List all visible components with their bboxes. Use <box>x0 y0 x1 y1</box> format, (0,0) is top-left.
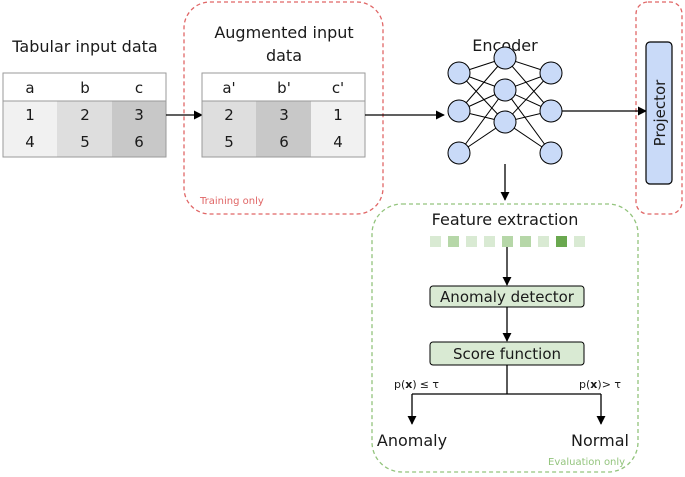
projector-label: Projector <box>651 79 669 146</box>
aug-col-b-body <box>256 101 311 157</box>
feature-vector <box>430 236 585 247</box>
input-cell-r1-b: 2 <box>80 106 90 124</box>
normal-condition-prefix: p( <box>579 378 590 391</box>
encoder-node-l2-2 <box>493 78 517 102</box>
aug-cell-r1-c: 1 <box>333 106 343 124</box>
normal-condition: p(x)> τ <box>579 378 621 391</box>
encoder-node-l1-3 <box>447 141 471 165</box>
input-col-c-body <box>112 101 166 157</box>
feature-cell-6 <box>520 236 531 247</box>
aug-cell-r2-b: 6 <box>279 133 289 151</box>
training-only-label: Training only <box>199 196 264 207</box>
score-function-label: Score function <box>453 345 561 363</box>
aug-col-a-body <box>202 101 256 157</box>
augmented-table-title-line2: data <box>266 46 302 65</box>
input-col-a-body <box>3 101 57 157</box>
encoder-node-l3-2 <box>539 99 563 123</box>
decision-branch <box>407 365 606 425</box>
input-header-a: a <box>25 79 34 97</box>
encoder-node-l3-1 <box>539 61 563 85</box>
encoder-network <box>447 46 563 165</box>
normal-condition-op: > τ <box>602 378 622 391</box>
feature-cell-9 <box>574 236 585 247</box>
input-table: a b c 1 2 3 4 5 6 <box>2 72 167 158</box>
encoder-node-l1-2 <box>447 99 471 123</box>
normal-condition-var: x <box>590 378 597 391</box>
feature-cell-8 <box>556 236 567 247</box>
aug-cell-r2-c: 4 <box>333 133 343 151</box>
input-cell-r2-c: 6 <box>134 133 144 151</box>
aug-header-b: b' <box>277 79 291 97</box>
input-cell-r1-a: 1 <box>25 106 35 124</box>
input-cell-r1-c: 3 <box>134 106 144 124</box>
feature-cell-1 <box>430 236 441 247</box>
anomaly-outcome-label: Anomaly <box>377 431 447 450</box>
aug-cell-r1-a: 2 <box>224 106 234 124</box>
encoder-node-l2-3 <box>493 110 517 134</box>
feature-cell-2 <box>448 236 459 247</box>
anomaly-condition: p(x) ≤ τ <box>394 378 439 391</box>
input-header-c: c <box>135 79 143 97</box>
projector-region <box>635 1 683 215</box>
anomaly-condition-op: ≤ τ <box>420 378 440 391</box>
input-cell-r2-a: 4 <box>25 133 35 151</box>
aug-header-c: c' <box>332 79 344 97</box>
feature-cell-7 <box>538 236 549 247</box>
input-cell-r2-b: 5 <box>80 133 90 151</box>
feature-cell-4 <box>484 236 495 247</box>
projector-box <box>645 41 673 185</box>
feature-extraction-label: Feature extraction <box>432 210 579 229</box>
encoder-node-l3-3 <box>539 141 563 165</box>
normal-outcome-label: Normal <box>571 431 629 450</box>
input-header-b: b <box>80 79 90 97</box>
augmented-table: a' b' c' 2 3 1 5 6 4 <box>201 72 366 158</box>
aug-cell-r1-b: 3 <box>279 106 289 124</box>
anomaly-condition-var: x <box>405 378 412 391</box>
input-col-b-body <box>57 101 112 157</box>
feature-cell-5 <box>502 236 513 247</box>
encoder-label: Encoder <box>472 36 538 55</box>
augmented-table-title-line1: Augmented input <box>214 23 353 42</box>
aug-col-c-body <box>311 101 365 157</box>
encoder-node-l2-1 <box>493 46 517 70</box>
anomaly-condition-prefix: p( <box>394 378 405 391</box>
evaluation-only-label: Evaluation only <box>548 457 625 468</box>
anomaly-condition-suffix: ) <box>412 378 416 391</box>
feature-cell-3 <box>466 236 477 247</box>
normal-condition-suffix: ) <box>597 378 601 391</box>
anomaly-detector-label: Anomaly detector <box>440 288 575 306</box>
encoder-node-l1-1 <box>447 61 471 85</box>
training-only-region <box>183 1 384 215</box>
aug-cell-r2-a: 5 <box>224 133 234 151</box>
aug-header-a: a' <box>222 79 235 97</box>
evaluation-only-region <box>371 203 639 473</box>
input-table-title: Tabular input data <box>11 37 157 56</box>
